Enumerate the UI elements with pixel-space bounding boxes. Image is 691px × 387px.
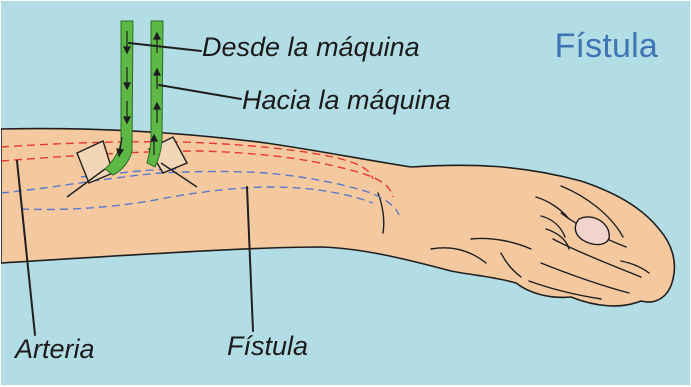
diagram-title: Fístula <box>555 27 658 66</box>
leader-to-machine <box>159 85 241 99</box>
label-to-machine: Hacia la máquina <box>242 85 451 116</box>
label-from-machine: Desde la máquina <box>202 32 420 63</box>
label-artery: Arteria <box>15 334 95 365</box>
label-fistula: Fístula <box>227 331 308 362</box>
leader-from-machine <box>129 43 201 51</box>
